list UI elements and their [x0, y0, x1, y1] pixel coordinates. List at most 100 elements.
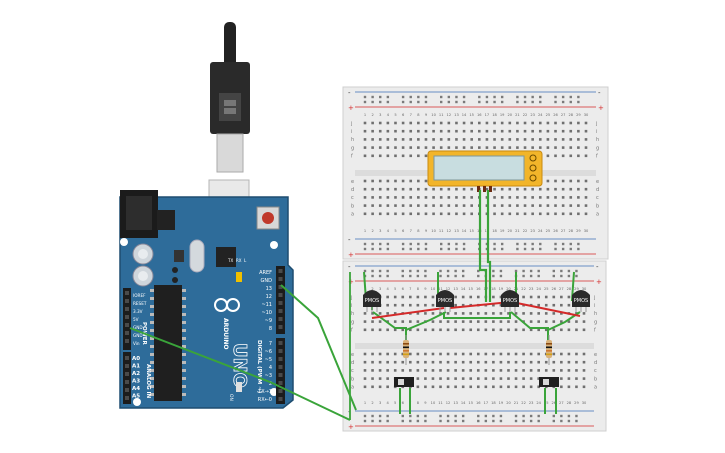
wire-green[interactable] [486, 190, 492, 302]
wire-green[interactable] [129, 327, 351, 421]
row-label: a [351, 212, 354, 218]
column-number: 11 [438, 401, 443, 405]
crystal-oscillator [189, 239, 205, 273]
pmos-transistor[interactable]: PMOS [436, 290, 454, 312]
column-number: 20 [506, 401, 511, 405]
column-number: 22 [521, 401, 526, 405]
analog-pin-label: A0 [132, 356, 140, 362]
wire-red[interactable] [511, 301, 581, 317]
column-number: 25 [546, 229, 551, 233]
column-number: 26 [553, 229, 558, 233]
digital-pin-label: ~6 [265, 349, 272, 355]
power-pin-label: IOREF [133, 293, 146, 298]
digital-pin-label: ~3 [265, 373, 272, 379]
wire-green[interactable] [405, 311, 447, 331]
rail-plus-label: + [596, 278, 602, 286]
column-number: 14 [462, 229, 467, 233]
wire-green[interactable] [510, 311, 549, 342]
wire-green[interactable] [478, 190, 488, 302]
analog-pin-label: A2 [132, 371, 140, 377]
row-label: g [596, 145, 599, 151]
column-number: 1 [364, 229, 366, 233]
row-label: b [351, 376, 354, 382]
row-label: c [351, 368, 354, 374]
column-number: 24 [536, 401, 541, 405]
pmos-transistor[interactable]: PMOS [572, 290, 590, 312]
column-number: 30 [584, 229, 589, 233]
column-number: 18 [491, 401, 496, 405]
resistor[interactable] [403, 335, 409, 365]
column-number: 19 [500, 113, 505, 117]
wire-green[interactable] [443, 312, 511, 319]
analog-pin-label: A5 [132, 394, 140, 400]
transistor-label: PMOS [503, 298, 517, 304]
column-number: 19 [500, 229, 505, 233]
wire-red[interactable] [371, 307, 445, 319]
column-number: 5 [394, 401, 396, 405]
lcd-display[interactable] [427, 150, 543, 192]
lcd-pin-marker [529, 154, 537, 162]
pmos-transistor[interactable]: PMOS [363, 290, 381, 312]
row-label: f [596, 154, 598, 160]
pmos-transistor[interactable]: PMOS [501, 290, 519, 312]
usb-cable[interactable] [208, 22, 250, 217]
power-pin-label: 3.3V [133, 309, 143, 314]
analog-pin-label: A3 [132, 379, 140, 385]
column-number: 26 [552, 287, 557, 291]
analog-pin-label: A1 [132, 364, 140, 370]
wire-red[interactable] [449, 301, 511, 309]
resistor[interactable] [546, 335, 552, 365]
lcd-screen [433, 155, 525, 181]
row-label: j [350, 295, 352, 301]
column-number: 5 [394, 229, 396, 233]
row-label: a [596, 212, 599, 218]
arduino-uno-board[interactable]: ARDUINO UNO DIGITAL (PWM ~) POWER ANALOG… [119, 190, 294, 409]
column-number: 2 [371, 287, 373, 291]
row-label: c [596, 195, 599, 201]
column-number: 28 [567, 401, 572, 405]
column-number: 9 [424, 287, 427, 291]
digital-pin-label: TX→1 [257, 389, 272, 395]
column-number: 19 [499, 401, 504, 405]
column-number: 2 [371, 229, 373, 233]
digital-pin-label: 12 [266, 294, 272, 300]
rail-plus-label: + [598, 104, 604, 112]
digital-header-bottom [276, 338, 285, 404]
breadboard-bottom[interactable]: -+-+-+1122334455667788991010111112121313… [342, 260, 607, 432]
power-pin-label: GND [133, 325, 143, 330]
row-label: j [595, 121, 597, 127]
column-number: 3 [379, 401, 381, 405]
led-label: RX [236, 258, 242, 263]
column-number: 6 [402, 113, 405, 117]
led-label: TX [227, 258, 233, 263]
row-label: h [351, 311, 354, 317]
row-label: c [351, 195, 354, 201]
row-label: f [351, 328, 353, 334]
column-number: 21 [515, 229, 520, 233]
column-number: 23 [529, 287, 534, 291]
digital-pin-label: 7 [269, 341, 272, 347]
power-pin-label: RESET [133, 301, 147, 306]
column-number: 4 [387, 113, 390, 117]
column-number: 4 [387, 229, 390, 233]
column-number: 3 [379, 229, 381, 233]
digital-header-top [276, 266, 285, 334]
slide-switch[interactable] [394, 377, 414, 387]
wire-green[interactable] [280, 284, 357, 411]
column-number: 7 [410, 229, 412, 233]
column-number: 18 [491, 287, 496, 291]
column-number: 12 [447, 113, 452, 117]
column-number: 21 [514, 401, 519, 405]
column-number: 6 [402, 287, 405, 291]
column-number: 12 [447, 229, 452, 233]
column-number: 28 [567, 287, 572, 291]
column-number: 19 [499, 287, 504, 291]
slide-switch[interactable] [539, 377, 559, 387]
column-number: 23 [530, 113, 535, 117]
column-number: 12 [446, 287, 451, 291]
column-number: 13 [454, 113, 459, 117]
column-number: 11 [439, 113, 444, 117]
column-number: 8 [417, 401, 420, 405]
row-label: h [594, 311, 597, 317]
rail-minus-label: - [348, 89, 351, 97]
